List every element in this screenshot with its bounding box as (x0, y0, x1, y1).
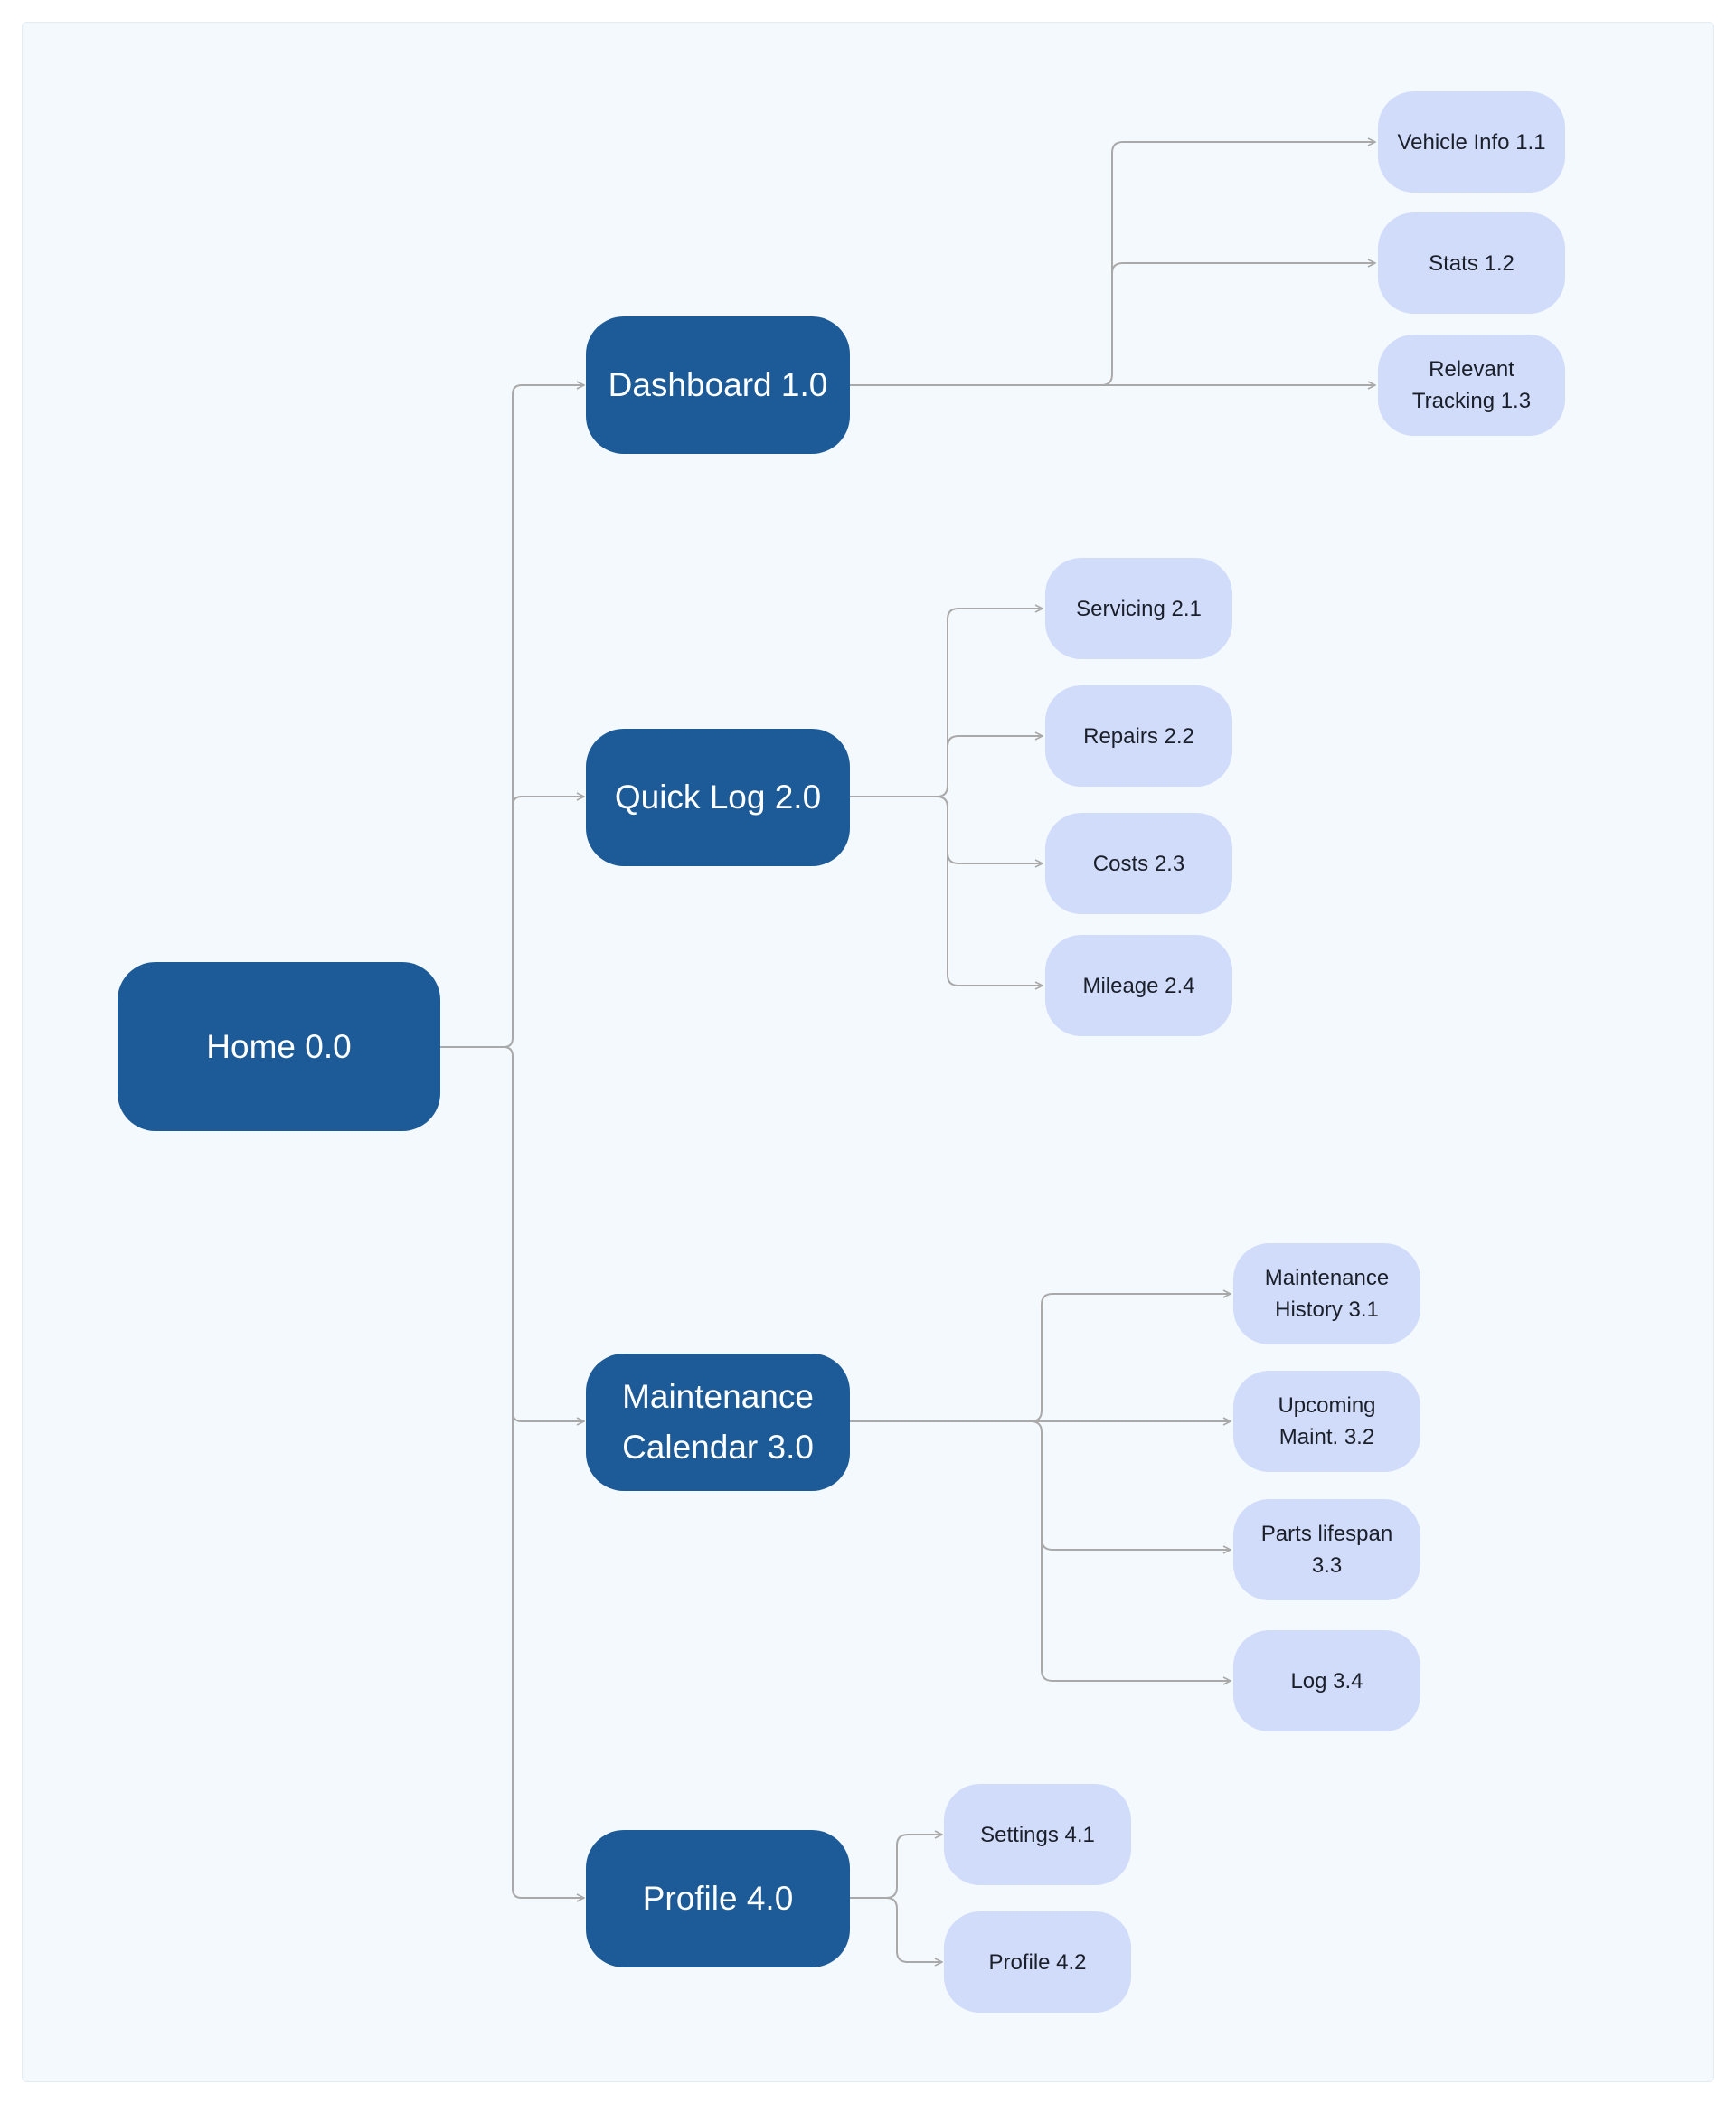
node-log: Log 3.4 (1233, 1630, 1420, 1731)
node-mileage: Mileage 2.4 (1045, 935, 1232, 1036)
node-home: Home 0.0 (118, 962, 440, 1131)
node-costs: Costs 2.3 (1045, 813, 1232, 914)
node-profile-sub: Profile 4.2 (944, 1911, 1131, 2013)
node-maintenance-history: Maintenance History 3.1 (1233, 1243, 1420, 1344)
node-vehicle-info: Vehicle Info 1.1 (1378, 91, 1565, 193)
node-maintenance-calendar: Maintenance Calendar 3.0 (586, 1354, 850, 1491)
node-profile: Profile 4.0 (586, 1830, 850, 1967)
node-relevant-tracking: Relevant Tracking 1.3 (1378, 335, 1565, 436)
node-repairs: Repairs 2.2 (1045, 685, 1232, 787)
node-parts-lifespan: Parts lifespan 3.3 (1233, 1499, 1420, 1600)
node-upcoming-maint: Upcoming Maint. 3.2 (1233, 1371, 1420, 1472)
node-quick-log: Quick Log 2.0 (586, 729, 850, 866)
node-settings: Settings 4.1 (944, 1784, 1131, 1885)
node-stats: Stats 1.2 (1378, 212, 1565, 314)
node-servicing: Servicing 2.1 (1045, 558, 1232, 659)
node-dashboard: Dashboard 1.0 (586, 316, 850, 454)
